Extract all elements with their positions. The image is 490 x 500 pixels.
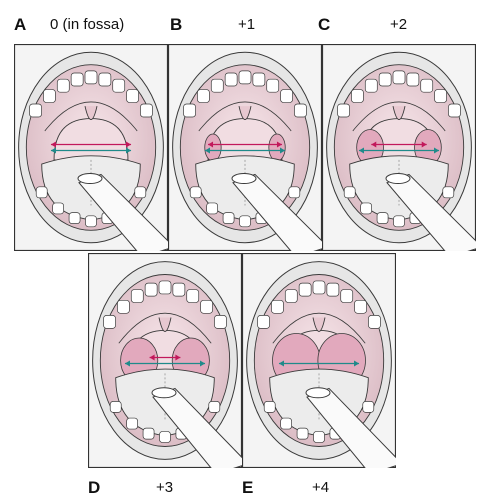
red-arrowhead-left	[208, 141, 214, 148]
red-arrowhead-left	[50, 141, 56, 148]
panel-b-letter: B	[170, 15, 183, 34]
red-arrowhead-right	[175, 354, 181, 361]
panel-a-grade-label: 0 (in fossa)	[50, 16, 125, 33]
palate-arch	[44, 101, 138, 132]
teal-arrowhead-right	[434, 147, 440, 154]
red-arrowhead-left	[149, 354, 155, 361]
teal-arrowhead-left	[50, 147, 56, 154]
oral-cavity-drawing	[88, 253, 242, 468]
panel-b-illustration	[168, 44, 322, 251]
uvula	[84, 106, 98, 121]
tongue-depressor	[385, 173, 476, 251]
upper-teeth	[337, 70, 461, 118]
panel-a-letter: A	[14, 15, 27, 34]
uvula	[158, 317, 172, 332]
upper-teeth	[103, 280, 227, 329]
tongue-depressor	[77, 173, 168, 251]
palate-arch	[272, 312, 366, 344]
red-arrowhead-left	[371, 141, 377, 148]
palate-arch	[198, 101, 292, 132]
red-arrowhead-right	[276, 141, 282, 148]
panel-d-illustration	[88, 253, 242, 468]
panel-e-grade-label: +4	[312, 479, 330, 496]
tongue-depressor	[231, 173, 322, 251]
panel-c-grade-label: +2	[390, 16, 408, 33]
teal-arrowhead-left	[124, 360, 130, 367]
upper-teeth	[183, 70, 307, 118]
upper-teeth	[257, 280, 381, 329]
upper-teeth	[29, 70, 153, 118]
red-arrowhead-right	[421, 141, 427, 148]
panel-e-letter: E	[242, 478, 254, 497]
panel-c-illustration	[322, 44, 476, 251]
teal-arrowhead-right	[200, 360, 206, 367]
right-tonsil	[268, 133, 286, 162]
teal-arrowhead-left	[358, 147, 364, 154]
tongue-depressor	[305, 387, 396, 468]
tongue-depressor	[151, 387, 242, 468]
teal-arrowhead-right	[280, 147, 286, 154]
panel-d-letter: D	[88, 478, 101, 497]
oral-cavity-drawing	[242, 253, 396, 468]
uvula	[238, 106, 252, 121]
palate-arch	[352, 101, 446, 132]
teal-arrowhead-right	[126, 147, 132, 154]
left-tonsil	[204, 133, 222, 162]
teal-arrowhead-right	[354, 360, 360, 367]
panel-d-grade-label: +3	[156, 479, 174, 496]
panel-c-letter: C	[318, 15, 331, 34]
uvula	[312, 317, 326, 332]
palate-arch	[118, 312, 212, 344]
teal-arrowhead-left	[204, 147, 210, 154]
panel-a-illustration	[14, 44, 168, 251]
oral-cavity-drawing	[168, 44, 322, 251]
red-arrowhead-right	[126, 141, 132, 148]
teal-arrowhead-left	[278, 360, 284, 367]
oral-cavity-drawing	[14, 44, 168, 251]
uvula	[392, 106, 406, 121]
panel-b-grade-label: +1	[238, 16, 256, 33]
oral-cavity-drawing	[322, 44, 476, 251]
panel-e-illustration	[242, 253, 396, 468]
